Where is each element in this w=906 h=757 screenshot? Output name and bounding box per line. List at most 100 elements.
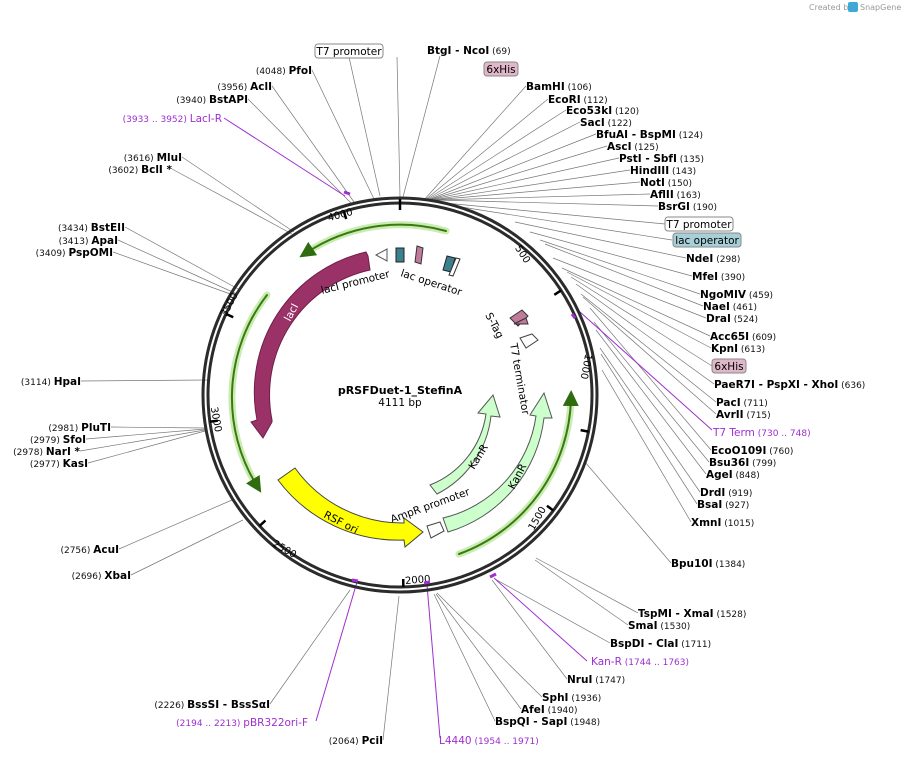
leader-lines bbox=[79, 55, 717, 741]
enzyme-site-label: AfeI (1940) bbox=[521, 704, 578, 716]
enzyme-site-label: NgoMIV (459) bbox=[700, 289, 773, 301]
enzyme-site-label: (2979) SfoI bbox=[30, 434, 86, 446]
enzyme-site-label: MfeI (390) bbox=[692, 271, 745, 283]
enzyme-site-label: SacI (122) bbox=[580, 117, 632, 129]
t7-promoter-right-box bbox=[664, 216, 734, 232]
enzyme-site-label: TspMI - XmaI (1528) bbox=[638, 608, 746, 620]
enzyme-site-label: EcoRI (112) bbox=[548, 94, 608, 106]
enzyme-site-label: (3956) AclI bbox=[217, 81, 272, 93]
enzyme-site-label: (2226) BssSI - BssSαI bbox=[154, 699, 270, 711]
enzyme-site-label: PstI - SbfI (135) bbox=[619, 153, 704, 165]
enzyme-site-label: (3940) BstAPI bbox=[176, 94, 248, 106]
tick-mark bbox=[342, 211, 348, 220]
enzyme-site-label: (3434) BstEII bbox=[58, 222, 125, 234]
tick-mark bbox=[258, 519, 267, 527]
tick-mark bbox=[546, 504, 555, 512]
credit-brand: SnapGene bbox=[860, 3, 901, 12]
enzyme-site-label: NaeI (461) bbox=[703, 301, 757, 313]
backbone-outer bbox=[201, 196, 599, 594]
enzyme-site-label: (4048) PfoI bbox=[256, 65, 312, 77]
enzyme-site-label: BtgI - NcoI (69) bbox=[427, 45, 511, 57]
credit-prefix: Created by bbox=[809, 3, 853, 12]
primer-lines bbox=[223, 117, 713, 739]
enzyme-site-label: BspDI - ClaI (1711) bbox=[610, 638, 711, 650]
lac-operator-right-box bbox=[672, 232, 742, 248]
plasmid-length: 4111 bp bbox=[378, 397, 422, 409]
tick-label: 2000 bbox=[405, 574, 431, 587]
enzyme-site-label: (2981) PluTI bbox=[48, 422, 111, 434]
primer-label: Kan-R (1744 .. 1763) bbox=[591, 656, 689, 668]
t7-terminator-feature bbox=[519, 333, 539, 349]
tick-label: 2500 bbox=[270, 539, 298, 561]
his-top-box bbox=[483, 61, 519, 77]
enzyme-site-label: BsaI (927) bbox=[697, 499, 749, 511]
primer-label: T7 Term (730 .. 748) bbox=[712, 427, 811, 439]
stag-label: S-Tag bbox=[482, 311, 505, 341]
his-top-label: 6xHis bbox=[486, 64, 515, 76]
enzyme-site-label: (3616) MluI bbox=[124, 152, 182, 164]
primer-sites bbox=[343, 190, 577, 585]
feature-arcs bbox=[228, 221, 579, 558]
enzyme-site-label: Acc65I (609) bbox=[710, 331, 776, 343]
enzyme-site-label: (2696) XbaI bbox=[72, 570, 131, 582]
lac-operator-right-label: lac operator bbox=[675, 235, 739, 247]
enzyme-site-label: Bpu10I (1384) bbox=[671, 558, 745, 570]
t7-promoter-top-label: T7 promoter bbox=[315, 46, 382, 58]
enzyme-site-label: HindIII (143) bbox=[630, 165, 696, 177]
kanr-feature-1 bbox=[429, 393, 501, 495]
t7-terminator-label: T7 terminator bbox=[507, 341, 532, 416]
enzyme-site-label: (3413) ApaI bbox=[59, 235, 118, 247]
enzyme-site-label: DrdI (919) bbox=[700, 487, 752, 499]
tick-label: 3500 bbox=[219, 291, 241, 319]
ampr-promoter-feature bbox=[426, 521, 445, 539]
tick-mark bbox=[553, 289, 562, 296]
tick-mark bbox=[225, 312, 234, 319]
primer-label: L4440 (1954 .. 1971) bbox=[439, 735, 539, 747]
tick-label: 3000 bbox=[208, 406, 223, 433]
enzyme-site-label: Eco53kI (120) bbox=[566, 105, 639, 117]
tick-mark bbox=[209, 419, 218, 423]
t7-promoter-top-box bbox=[314, 43, 384, 59]
enzyme-site-label: (2977) KasI bbox=[30, 458, 88, 470]
kanr-feature-2 bbox=[442, 391, 553, 533]
his-tag-box bbox=[414, 245, 424, 265]
tick-label: 1000 bbox=[578, 353, 594, 380]
enzyme-site-label: AscI (125) bbox=[607, 141, 659, 153]
enzyme-site-label: AflII (163) bbox=[650, 189, 701, 201]
enzyme-site-label: PaeR7I - PspXI - XhoI (636) bbox=[714, 379, 865, 391]
snapgene-logo-icon bbox=[848, 2, 858, 12]
his-right-label: 6xHis bbox=[714, 361, 743, 373]
laci-feature bbox=[250, 251, 371, 439]
enzyme-labels: BtgI - NcoI (69) BamHI (106)EcoRI (112)Ec… bbox=[13, 45, 865, 747]
enzyme-site-label: (2064) PciI bbox=[329, 735, 383, 747]
enzyme-site-label: KpnI (613) bbox=[711, 343, 765, 355]
tick-mark bbox=[580, 428, 589, 433]
enzyme-site-label: BsrGI (190) bbox=[658, 201, 717, 213]
primer-label: (3933 .. 3952) LacI-R bbox=[123, 113, 222, 125]
enzyme-site-label: XmnI (1015) bbox=[691, 517, 754, 529]
enzyme-site-label: SmaI (1530) bbox=[628, 620, 690, 632]
plasmid-name: pRSFDuet-1_StefinA bbox=[338, 384, 463, 397]
laci-promoter-arrow bbox=[374, 248, 388, 262]
enzyme-site-label: NruI (1747) bbox=[567, 674, 625, 686]
primer-label: (2194 .. 2213) pBR322ori-F bbox=[176, 717, 308, 729]
enzyme-site-label: (3409) PspOMI bbox=[36, 247, 113, 259]
lac-operator-box-1 bbox=[395, 247, 405, 263]
enzyme-site-label: PacI (711) bbox=[716, 397, 768, 409]
enzyme-site-label: AgeI (848) bbox=[706, 469, 760, 481]
primer-labels: (3933 .. 3952) LacI-R T7 Term (730 .. 748… bbox=[123, 113, 811, 747]
enzyme-site-label: DraI (524) bbox=[706, 313, 758, 325]
enzyme-site-label: Bsu36I (799) bbox=[709, 457, 776, 469]
stag-feature-2 bbox=[513, 317, 529, 325]
t7-promoter-small bbox=[448, 257, 461, 277]
enzyme-site-label: BamHI (106) bbox=[526, 81, 592, 93]
his-right-box bbox=[711, 358, 747, 374]
enzyme-site-label: BspQI - SapI (1948) bbox=[495, 716, 600, 728]
enzyme-site-label: (2978) NarI * bbox=[13, 446, 80, 458]
enzyme-site-label: (3602) BclI * bbox=[108, 164, 172, 176]
enzyme-site-label: BfuAI - BspMI (124) bbox=[596, 129, 703, 141]
t7-promoter-right-label: T7 promoter bbox=[665, 219, 732, 231]
enzyme-site-label: (3114) HpaI bbox=[21, 376, 81, 388]
rsf-ori-feature bbox=[277, 467, 424, 548]
